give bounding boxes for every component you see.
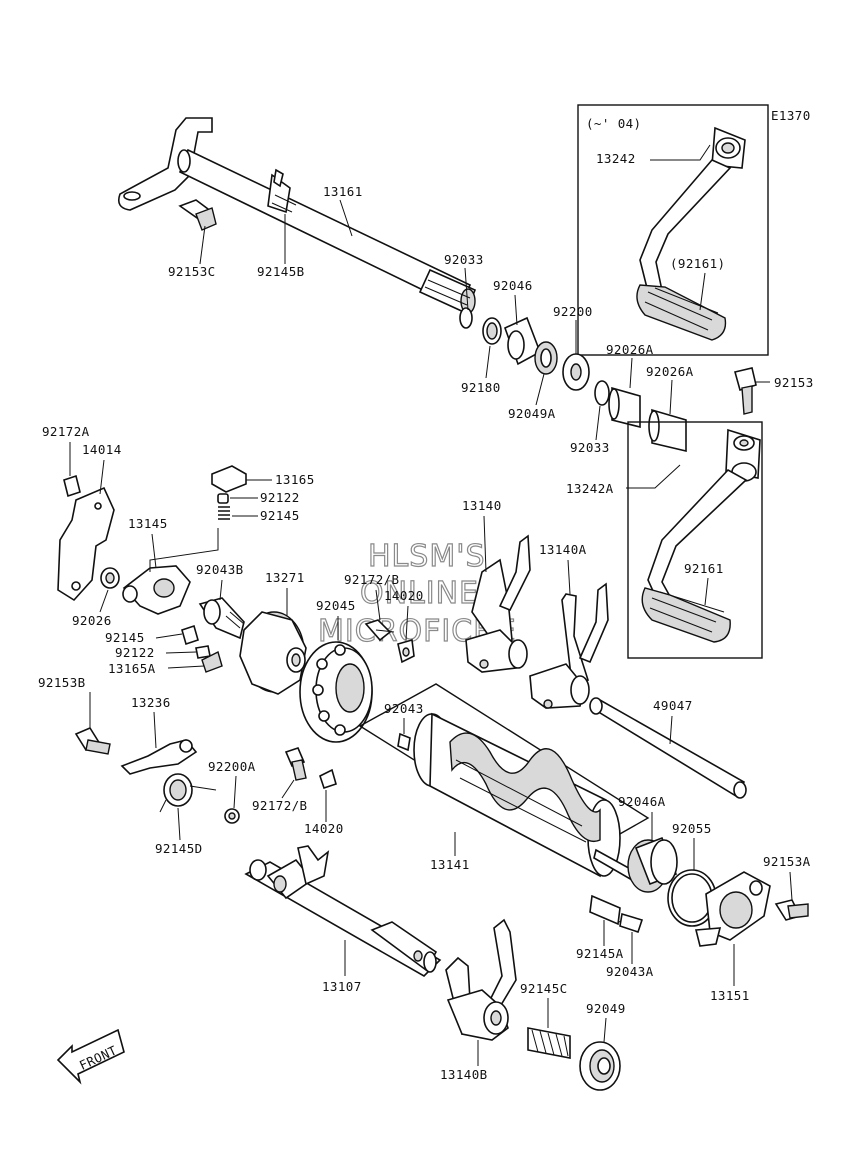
label-92049A: 92049A <box>508 406 556 421</box>
label-13141: 13141 <box>430 857 470 872</box>
label-92043B: 92043B <box>196 562 244 577</box>
label-13107: 13107 <box>322 979 362 994</box>
label-92033-b: 92033 <box>570 440 610 455</box>
label-92049: 92049 <box>586 1001 626 1016</box>
label-13165A: 13165A <box>108 661 156 676</box>
label-13242A: 13242A <box>566 481 614 496</box>
shift-drum-13141 <box>397 712 638 882</box>
label-14014: 14014 <box>82 442 122 457</box>
label-92180: 92180 <box>461 380 501 395</box>
label-92043: 92043 <box>384 701 424 716</box>
label-92200A: 92200A <box>208 759 256 774</box>
circlip-92033-a <box>459 307 473 329</box>
label-13242: 13242 <box>596 151 636 166</box>
diagram-code: E1370 <box>771 108 811 123</box>
label-92046A: 92046A <box>618 794 666 809</box>
label-92145-b: 92145 <box>105 630 145 645</box>
label-14020-b: 14020 <box>304 821 344 836</box>
left-cluster <box>57 465 247 673</box>
inset-note: (~' 04) <box>586 116 641 131</box>
front-arrow-icon: FRONT <box>56 1028 125 1085</box>
watermark-line-2: ONLINE <box>360 576 479 611</box>
label-92153: 92153 <box>774 375 814 390</box>
label-13151: 13151 <box>710 988 750 1003</box>
label-92043A: 92043A <box>606 964 654 979</box>
label-14020-a: 14020 <box>384 588 424 603</box>
spring-92145c <box>527 1027 571 1059</box>
rod-49047 <box>589 697 747 799</box>
label-92161-old: (92161) <box>670 256 725 271</box>
label-92153B: 92153B <box>38 675 86 690</box>
shaft-hardware-set <box>459 307 687 453</box>
shift-fork-13140b <box>445 918 517 1041</box>
label-92172A: 92172A <box>42 424 90 439</box>
label-92145C: 92145C <box>520 981 568 996</box>
label-92026A-1: 92026A <box>606 342 654 357</box>
label-49047: 49047 <box>653 698 693 713</box>
label-92145D: 92145D <box>155 841 203 856</box>
label-92045: 92045 <box>316 598 356 613</box>
bolt-and-plate <box>364 619 415 664</box>
pedal-box <box>627 421 763 659</box>
label-92122-a: 92122 <box>260 490 300 505</box>
shift-shaft-13161 <box>117 117 477 315</box>
watermark-line-1: HLSM'S <box>368 539 486 574</box>
spring-and-pin <box>589 894 644 934</box>
label-92033-a: 92033 <box>444 252 484 267</box>
label-92172B-1: 92172/B <box>344 572 399 587</box>
shift-fork-13140 <box>465 534 531 673</box>
label-92153A: 92153A <box>763 854 811 869</box>
pin-92043b <box>198 597 245 640</box>
label-92161: 92161 <box>684 561 724 576</box>
label-92046: 92046 <box>493 278 533 293</box>
label-13271: 13271 <box>265 570 305 585</box>
label-13145: 13145 <box>128 516 168 531</box>
shift-fork-13140a <box>529 582 609 709</box>
bearing-92045 <box>299 641 373 743</box>
label-92145A: 92145A <box>576 946 624 961</box>
label-92145B: 92145B <box>257 264 305 279</box>
label-13161: 13161 <box>323 184 363 199</box>
label-92145-a: 92145 <box>260 508 300 523</box>
label-92122-b: 92122 <box>115 645 155 660</box>
label-92172B-2: 92172/B <box>252 798 307 813</box>
shift-pedal-old <box>636 126 746 341</box>
inset-box <box>577 104 769 356</box>
shift-shaft-13107 <box>244 845 442 977</box>
shift-pedal-13242A <box>641 428 761 643</box>
label-13165: 13165 <box>275 472 315 487</box>
label-92026A-2: 92026A <box>646 364 694 379</box>
label-13140A: 13140A <box>539 542 587 557</box>
circlip-92033-b <box>594 380 610 406</box>
drum-right-end <box>627 836 809 947</box>
bolt-92153 <box>734 367 757 415</box>
label-92026: 92026 <box>72 613 112 628</box>
lower-left-parts <box>74 726 337 824</box>
bolt-92153c <box>178 199 217 231</box>
label-13140B: 13140B <box>440 1067 488 1082</box>
label-13140: 13140 <box>462 498 502 513</box>
label-13236: 13236 <box>131 695 171 710</box>
seal-92049 <box>579 1041 621 1091</box>
label-92153C: 92153C <box>168 264 216 279</box>
label-92055: 92055 <box>672 821 712 836</box>
label-92200: 92200 <box>553 304 593 319</box>
cam-star-13271 <box>239 611 307 695</box>
